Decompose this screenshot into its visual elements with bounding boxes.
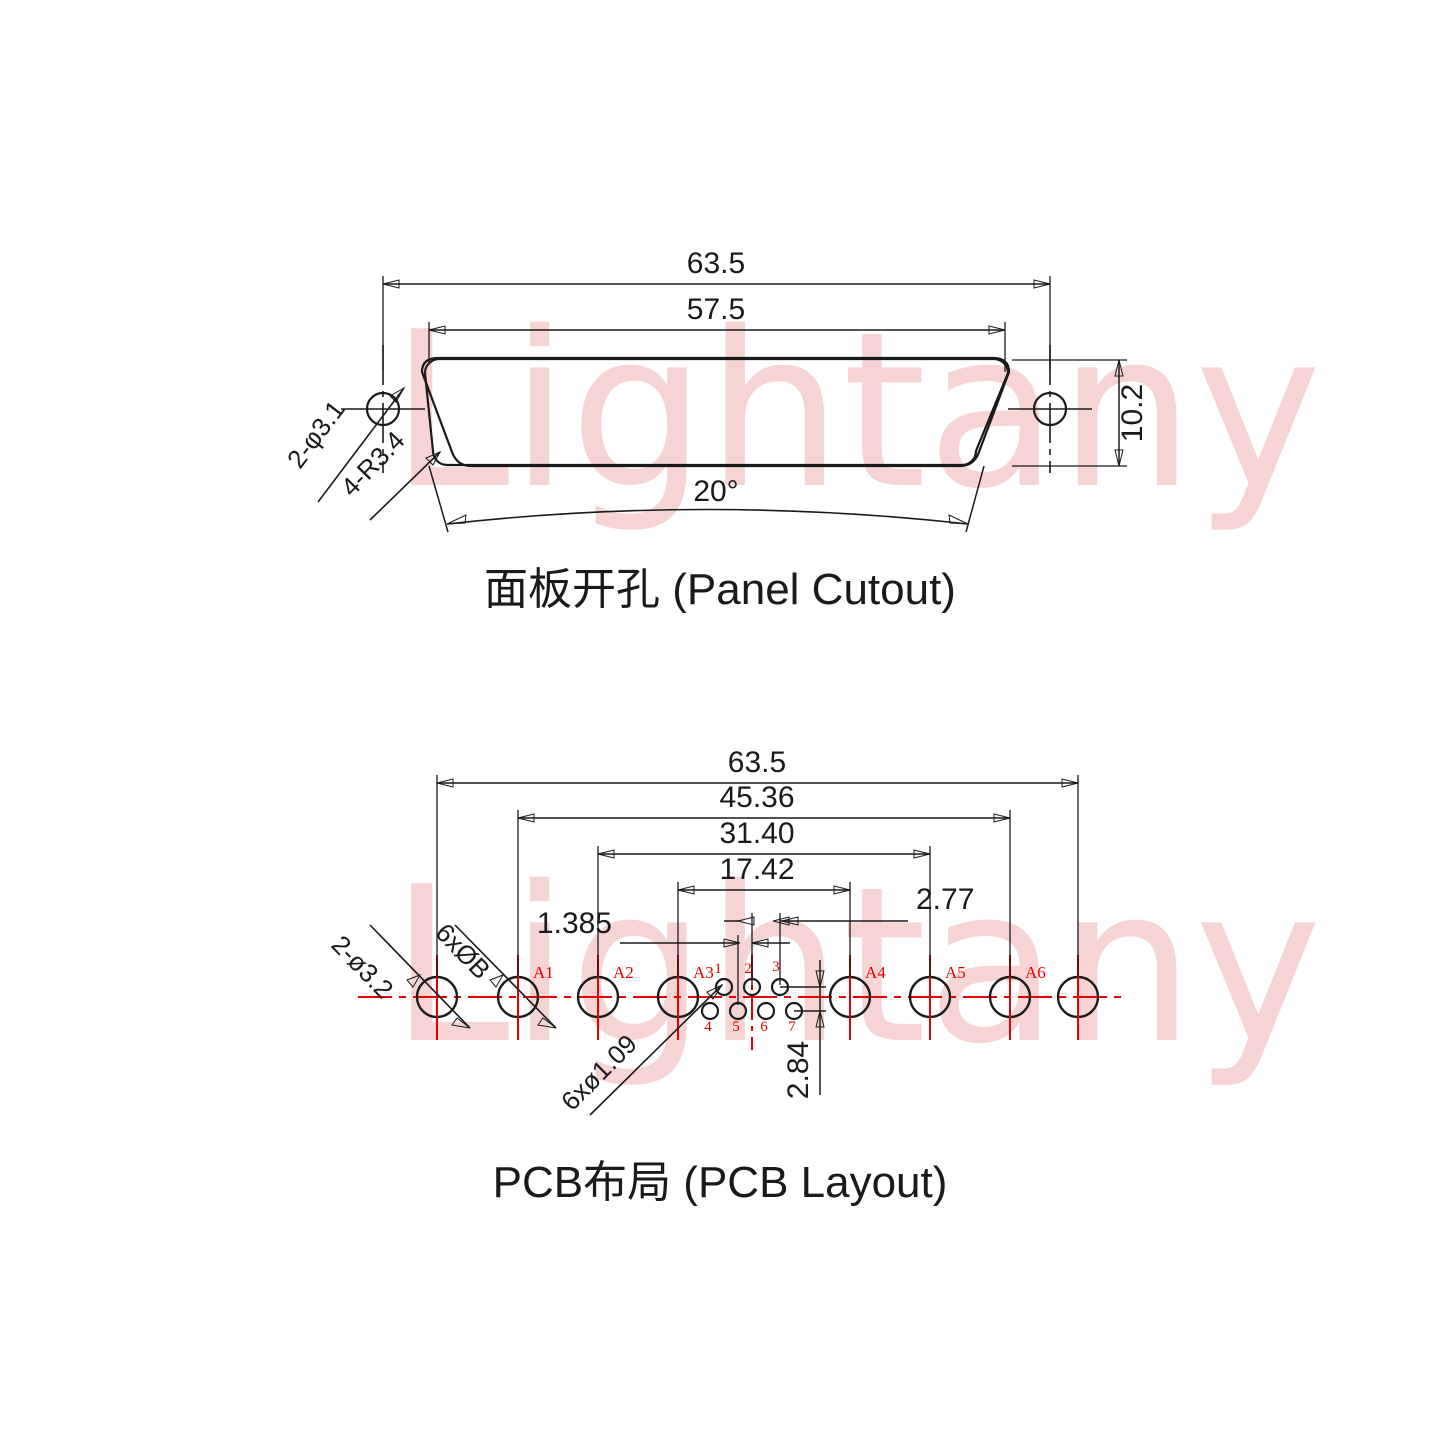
pcb-dim-284-label: 2.84 [782,1041,815,1099]
panel-dim-height: 10.2 [1012,359,1149,467]
panel-dim-inner: 57.5 [428,293,1006,372]
pcb-dim-17: 17.42 [677,853,851,977]
pcb-dim-277: 2.77 [724,883,974,985]
panel-dim-overall-label: 63.5 [687,247,745,280]
pcb-signal-pin-6: 6 [756,1001,776,1035]
watermark-pcb: Lightany [390,840,1322,1091]
panel-dim-overall: 63.5 [382,247,1051,370]
pcb-note-mount-holes-label: 2-ø3.2 [326,929,400,1004]
pcb-label-a6: A6 [1025,963,1046,982]
panel-dim-angle: 20° [428,465,985,533]
pcb-signal-pin-1: 1 [714,961,734,997]
pcb-dim-31-label: 31.40 [719,817,794,850]
panel-dim-angle-label: 20° [693,475,738,508]
pcb-pin-label-6: 6 [760,1019,768,1035]
pcb-dim-1385: 1.385 [537,907,790,1005]
pcb-dim-31: 31.40 [597,817,931,977]
pcb-dim-284: 2.84 [780,960,826,1099]
pcb-pin-label-7: 7 [788,1019,796,1035]
panel-cutout-profile [420,356,1011,468]
pcb-dim-17-label: 17.42 [719,853,794,886]
panel-cutout-title: 面板开孔 (Panel Cutout) [484,565,956,614]
pcb-pin-label-2: 2 [744,961,752,977]
watermark-text: Lightany [390,285,1322,536]
pcb-layout-title: PCB布局 (PCB Layout) [493,1158,948,1207]
watermark-text: Lightany [390,840,1322,1091]
pcb-dim-45: 45.36 [517,781,1011,977]
pcb-dim-1385-label: 1.385 [537,907,612,940]
pcb-dim-277-label: 2.77 [916,883,974,916]
pcb-pin-label-4: 4 [704,1019,712,1035]
panel-dim-inner-label: 57.5 [687,293,745,326]
pcb-label-a1: A1 [533,963,554,982]
panel-note-holes-label: 2-φ3.1 [281,395,351,474]
pcb-label-a2: A2 [613,963,634,982]
pcb-pin-label-3: 3 [772,959,780,975]
pcb-label-a3: A3 [693,963,714,982]
pcb-dim-overall: 63.5 [436,746,1079,977]
pcb-pin-label-5: 5 [732,1019,740,1035]
panel-dim-height-label: 10.2 [1116,384,1149,442]
watermark-panel: Lightany [390,285,1322,536]
pcb-label-a5: A5 [945,963,966,982]
pcb-dim-overall-label: 63.5 [728,746,786,779]
pcb-dim-45-label: 45.36 [719,781,794,814]
pcb-signal-pin-4: 4 [700,1001,720,1035]
pcb-label-a4: A4 [865,963,886,982]
pcb-pin-label-1: 1 [714,961,722,977]
